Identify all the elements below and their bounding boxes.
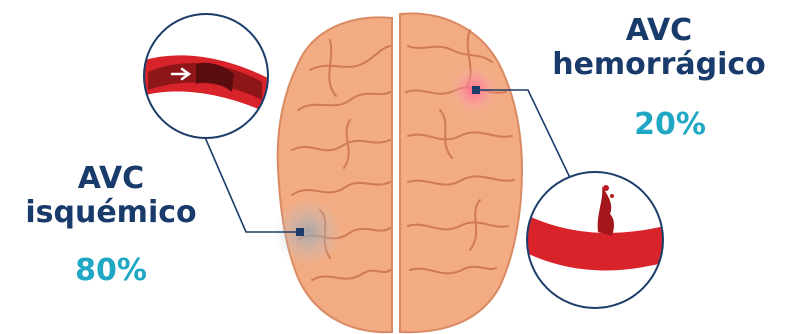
hemorrhagic-vessel-inset <box>520 172 680 308</box>
hemorrhagic-marker <box>472 86 480 94</box>
brain-left-hemisphere <box>278 17 392 332</box>
ischemic-stroke-title: AVC isquémico <box>6 162 216 229</box>
hemorrhagic-title-line1: AVC <box>524 14 794 48</box>
ischemic-title-line2: isquémico <box>6 196 216 230</box>
hemorrhagic-stroke-title: AVC hemorrágico <box>524 14 794 81</box>
ischemic-percent: 80% <box>6 254 216 288</box>
brain-illustration <box>278 13 522 332</box>
ischemic-vessel-inset <box>120 14 290 138</box>
hemorrhagic-percent: 20% <box>590 108 750 142</box>
ischemic-title-line1: AVC <box>6 162 216 196</box>
hemorrhagic-title-line2: hemorrágico <box>524 48 794 82</box>
brain-right-hemisphere <box>400 13 522 332</box>
ischemic-marker <box>296 228 304 236</box>
